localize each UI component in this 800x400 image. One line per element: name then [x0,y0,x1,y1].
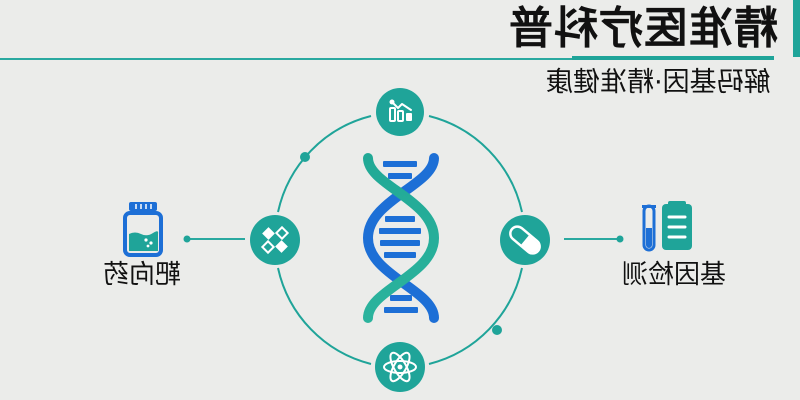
ring-dot [300,152,310,162]
medicine-bottle-icon [123,202,163,257]
targeted-drug-label: 靶向药 [102,260,181,290]
ring-dot [492,325,502,335]
capsule-icon [500,215,550,265]
molecule-icon [250,215,300,265]
ring [277,115,523,365]
test-tube-clipboard-icon [642,201,692,252]
side-item-label-gene-test: 基因检测 [622,260,726,290]
data-chart-icon [376,88,424,136]
connector-left [183,235,245,243]
header-divider-accent [572,56,774,60]
header-accent-bar [793,0,800,57]
header-divider-thin [0,58,574,60]
gene-test-label: 基因检测 [622,260,727,290]
side-item-label-targeted-drug: 靶向药 [100,260,184,290]
connector-right [564,235,624,243]
dna-helix-icon [362,153,440,323]
atom-icon [375,342,425,392]
